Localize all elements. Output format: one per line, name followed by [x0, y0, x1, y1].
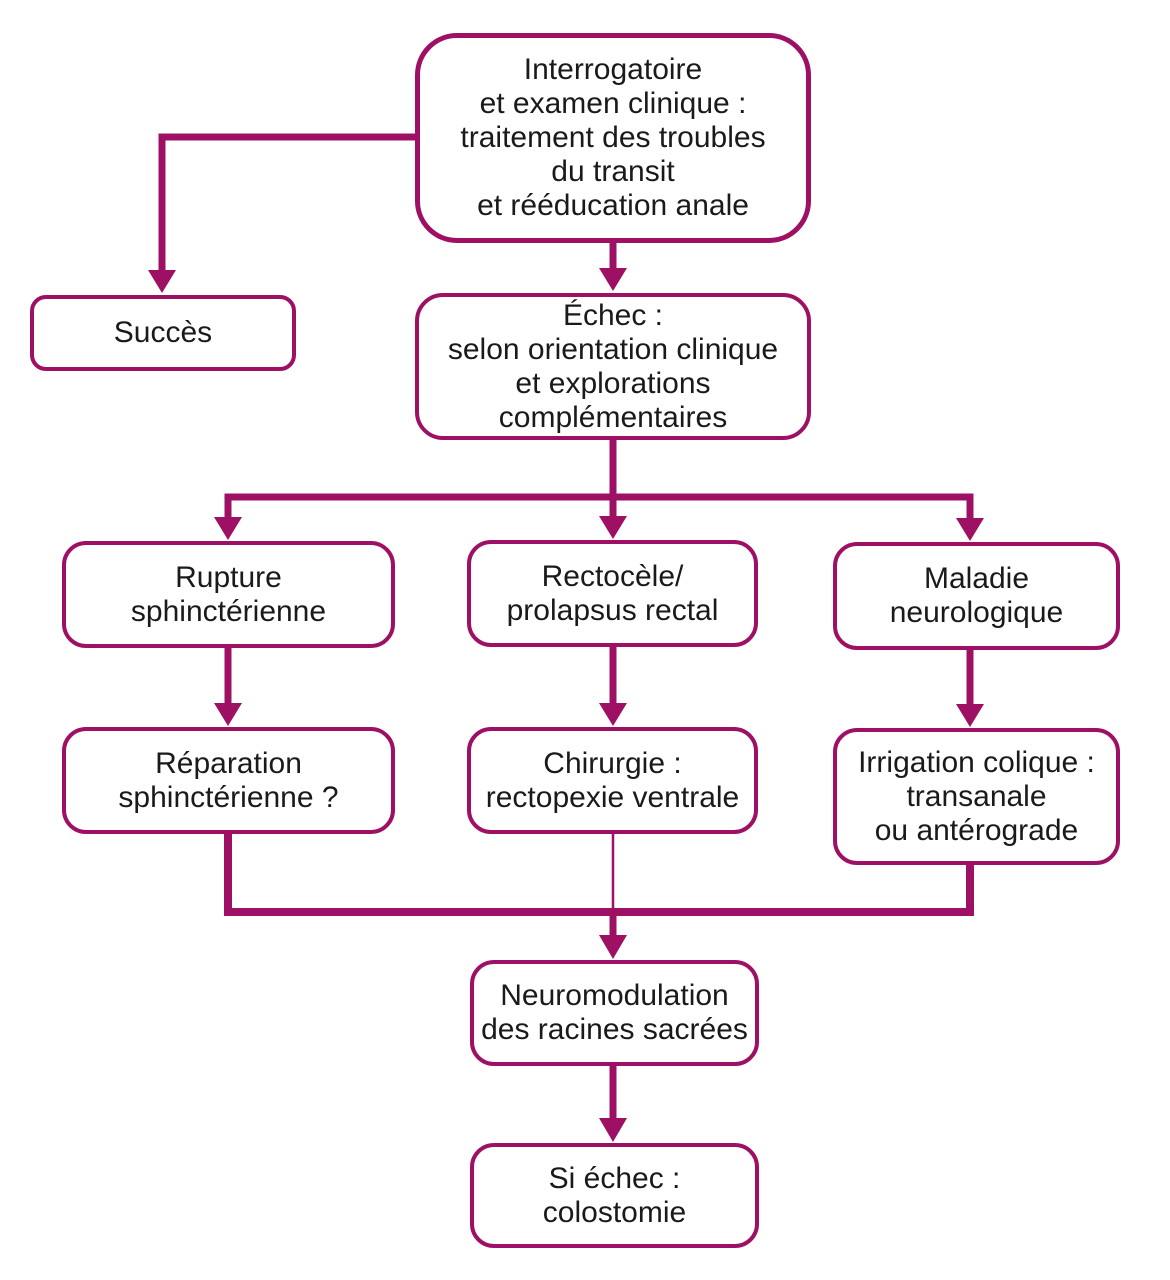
connector-neuromodulation-colostomie — [599, 1066, 627, 1142]
node-irrigation-colique-label: Irrigation colique : transanale ou antér… — [858, 745, 1095, 847]
node-succes-label: Succès — [113, 316, 213, 349]
node-si-echec-colostomie: Si échec : colostomie — [470, 1143, 759, 1248]
connector-maladie-irrigation — [956, 650, 984, 727]
node-rectocele-prolapsus-label: Rectocèle/ prolapsus rectal — [506, 559, 719, 627]
node-interrogatoire-examen-label: Interrogatoire et examen clinique : trai… — [460, 53, 766, 222]
node-rupture-sphincterienne-label: Rupture sphinctérienne — [130, 560, 327, 628]
node-echec-orientation-label: Échec : selon orientation clinique et ex… — [447, 298, 779, 434]
connector-start-succes — [148, 133, 415, 293]
node-chirurgie-rectopexie: Chirurgie : rectopexie ventrale — [467, 727, 758, 834]
node-succes: Succès — [30, 295, 296, 371]
node-neuromodulation-sacree-label: Neuromodulation des racines sacrées — [481, 979, 748, 1046]
connector-echec-split — [214, 440, 984, 541]
connector-rupture-reparation — [214, 648, 242, 726]
node-si-echec-colostomie-label: Si échec : colostomie — [542, 1161, 687, 1229]
node-rectocele-prolapsus: Rectocèle/ prolapsus rectal — [467, 540, 758, 647]
node-interrogatoire-examen: Interrogatoire et examen clinique : trai… — [415, 33, 811, 243]
node-maladie-neurologique: Maladie neurologique — [833, 542, 1120, 650]
node-rupture-sphincterienne: Rupture sphinctérienne — [62, 541, 395, 648]
node-maladie-neurologique-label: Maladie neurologique — [889, 562, 1064, 629]
node-reparation-sphincterienne-label: Réparation sphinctérienne ? — [118, 746, 339, 814]
node-chirurgie-rectopexie-label: Chirurgie : rectopexie ventrale — [485, 746, 740, 814]
connector-rectocele-chirurgie — [599, 647, 627, 726]
node-neuromodulation-sacree: Neuromodulation des racines sacrées — [470, 960, 759, 1066]
node-reparation-sphincterienne: Réparation sphinctérienne ? — [62, 727, 395, 834]
node-irrigation-colique: Irrigation colique : transanale ou antér… — [833, 728, 1120, 865]
connector-start-echec — [599, 243, 627, 291]
node-echec-orientation: Échec : selon orientation clinique et ex… — [415, 293, 811, 440]
